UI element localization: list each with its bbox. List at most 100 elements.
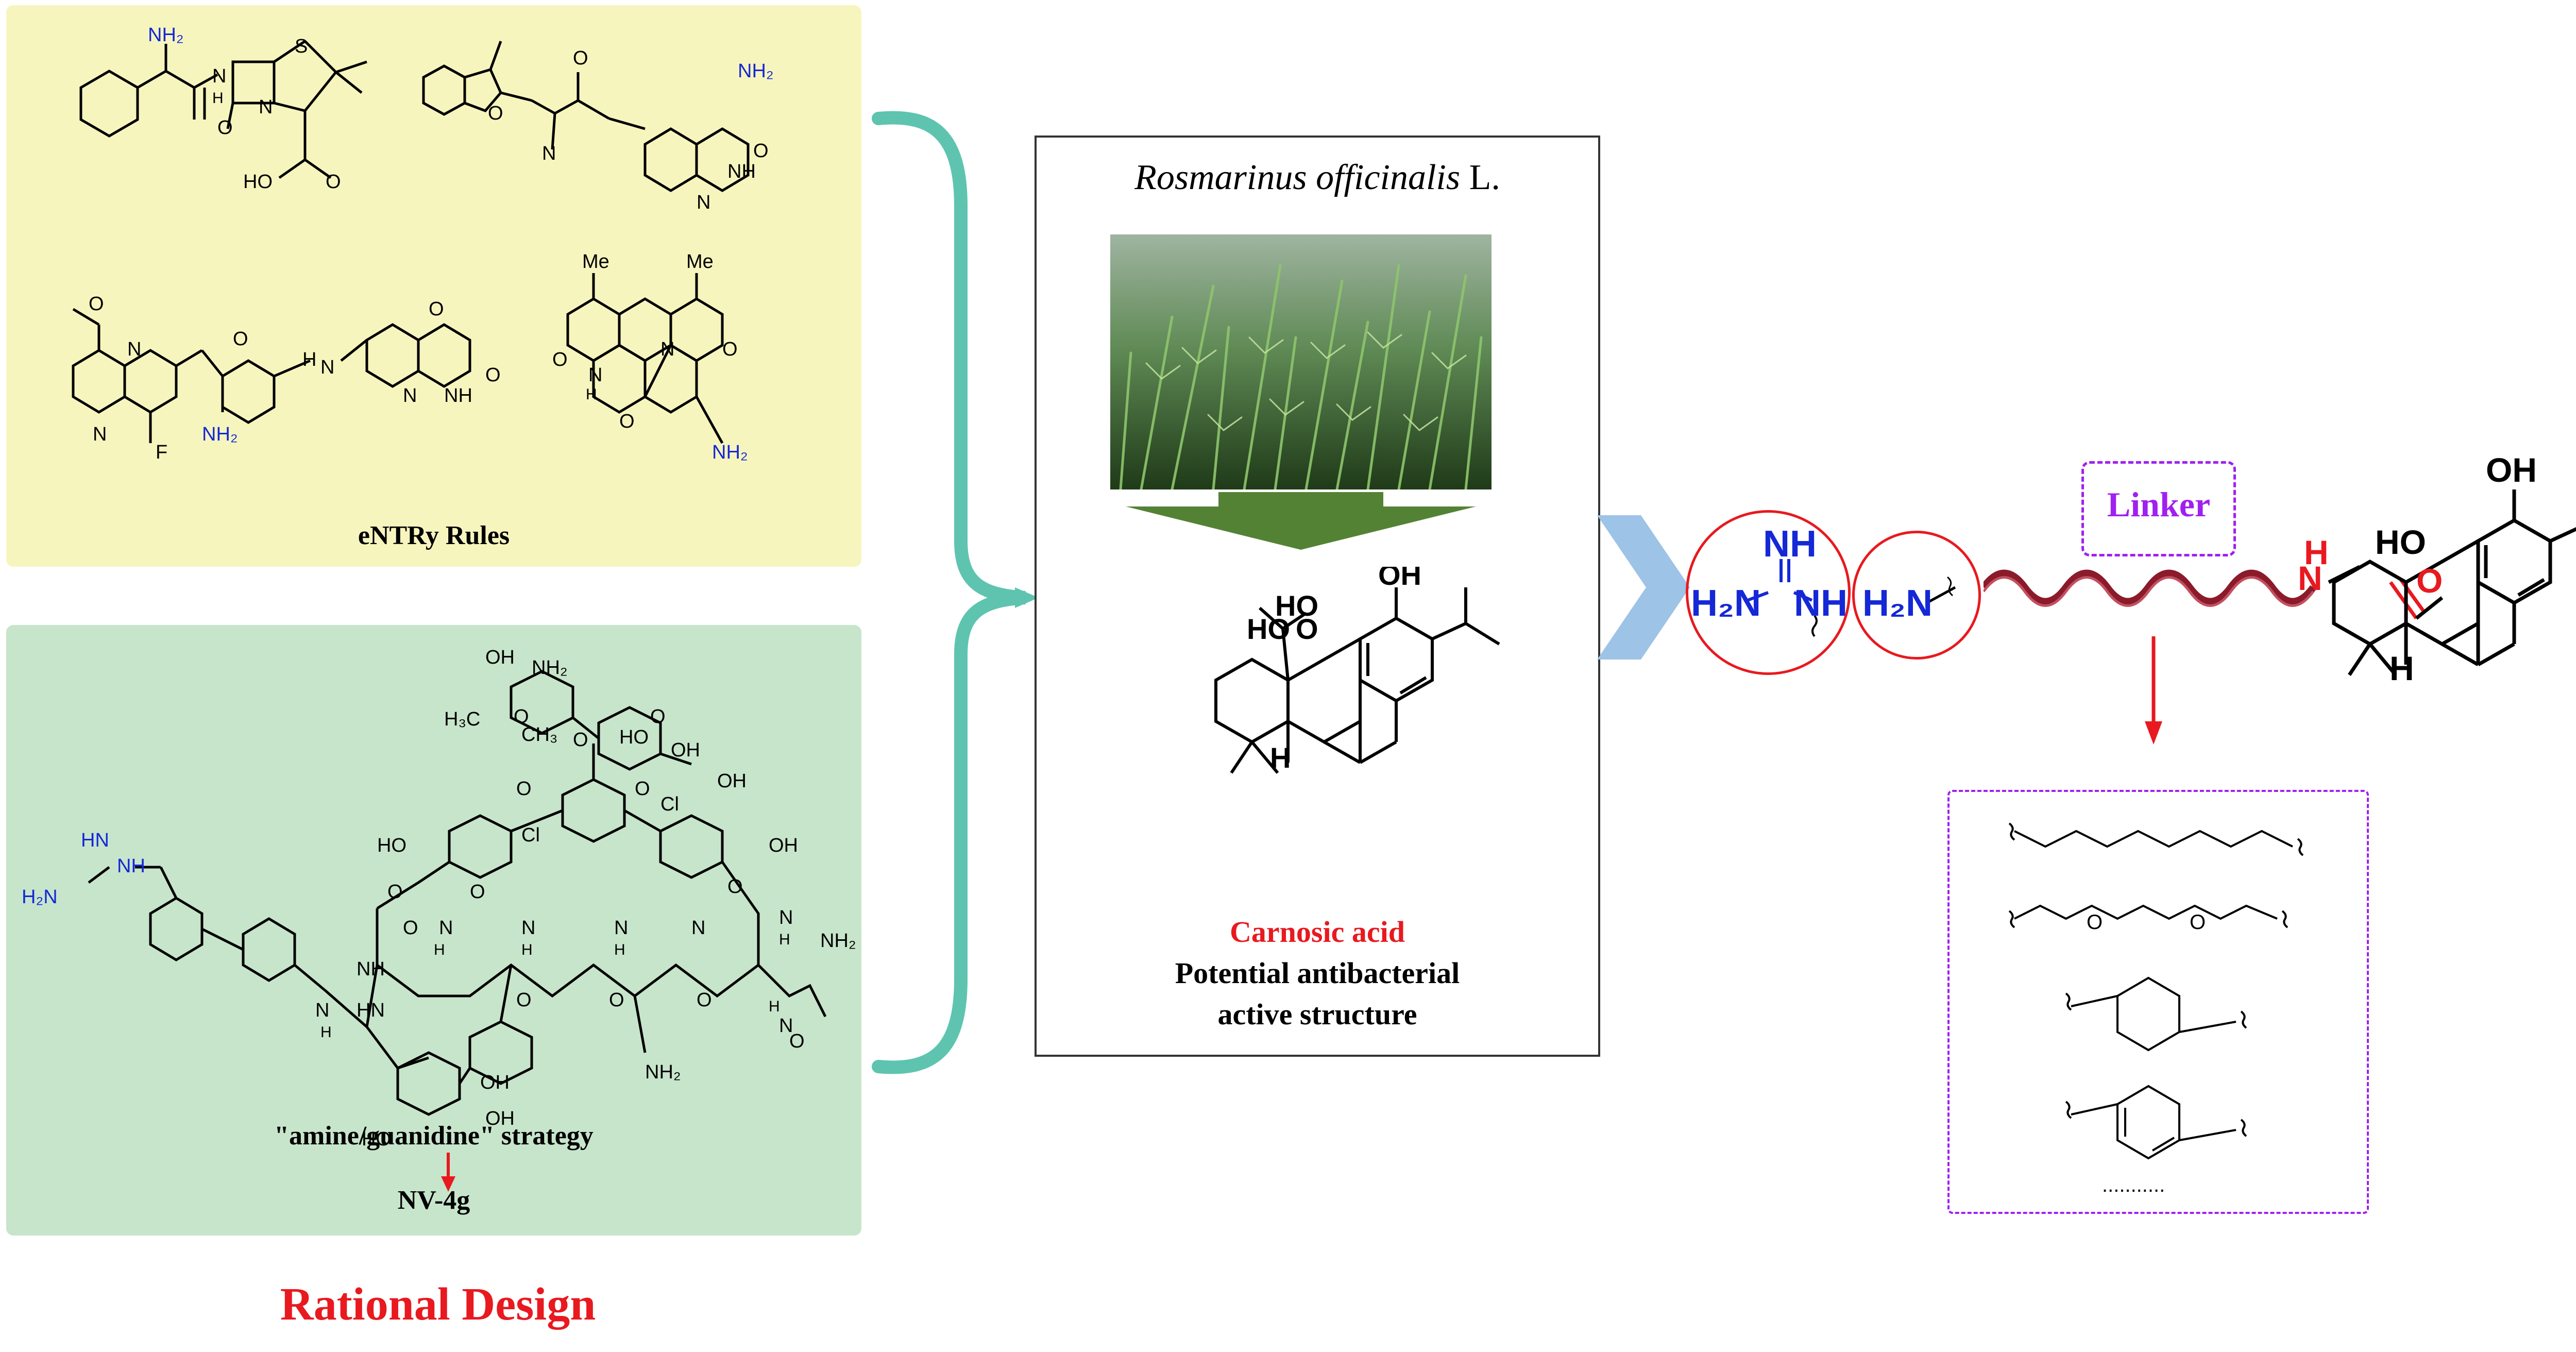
linker-box — [2081, 461, 2236, 556]
gepotidacin-like-structure — [72, 308, 471, 443]
entry-caption: eNTRy Rules — [358, 521, 510, 550]
svg-text:CH₃: CH₃ — [521, 724, 557, 746]
ampicillin-structure — [79, 40, 367, 179]
svg-text:O: O — [573, 47, 588, 69]
carnosic-h: H — [1270, 741, 1291, 774]
svg-text:Cl: Cl — [660, 793, 679, 815]
svg-text:NH: NH — [444, 385, 472, 407]
svg-text:OH: OH — [717, 770, 747, 792]
svg-text:H: H — [521, 941, 533, 958]
compound-desc-line2: active structure — [1217, 998, 1417, 1031]
product-structure: OH HO H N O H — [2298, 453, 2576, 687]
svg-text:N: N — [521, 917, 535, 939]
svg-text:O: O — [485, 364, 501, 386]
svg-text:O: O — [89, 293, 104, 315]
svg-text:Cl: Cl — [521, 824, 540, 846]
afabicin-like-structure — [422, 41, 750, 192]
carnosic-oh-1: OH — [1378, 567, 1421, 591]
svg-text:OH: OH — [480, 1072, 510, 1093]
nv4g-arrow — [441, 1153, 455, 1192]
linker-options: O O ........... — [2008, 822, 2304, 1196]
svg-text:O: O — [233, 328, 248, 350]
svg-text:H: H — [614, 941, 625, 958]
svg-text:N: N — [403, 385, 417, 407]
svg-text:NH₂: NH₂ — [820, 930, 856, 952]
svg-text:N: N — [542, 143, 556, 164]
rational-design-title: Rational Design — [280, 1279, 596, 1330]
svg-text:O: O — [470, 881, 485, 903]
svg-text:N: N — [315, 1000, 329, 1021]
svg-text:HN: HN — [81, 830, 109, 851]
svg-text:O: O — [722, 339, 738, 360]
entry-rules-panel — [6, 5, 861, 567]
svg-text:OH: OH — [769, 835, 798, 856]
svg-text:O: O — [488, 103, 503, 124]
guanidine-circle — [1686, 510, 1851, 675]
svg-text:N: N — [779, 907, 793, 928]
svg-text:HN: HN — [357, 1000, 385, 1021]
peg-oxygen-1: O — [2087, 911, 2103, 934]
svg-text:NH₂: NH₂ — [645, 1061, 681, 1083]
svg-text:O: O — [326, 171, 341, 193]
svg-text:NH: NH — [357, 958, 385, 980]
species-suffix: L. — [1460, 158, 1500, 197]
svg-text:O: O — [753, 140, 769, 162]
down-arrow-green — [1126, 492, 1476, 550]
svg-text:O: O — [516, 989, 532, 1011]
svg-text:OH: OH — [485, 647, 515, 668]
svg-text:O: O — [514, 706, 529, 728]
nv4g-label: NV-4g — [397, 1186, 470, 1215]
guanidine-top-nh: NH — [1763, 523, 1817, 565]
product-oh: OH — [2486, 453, 2537, 489]
svg-text:H: H — [302, 349, 316, 370]
svg-text:H: H — [320, 1024, 332, 1041]
amine-group: H₂N — [1862, 576, 1956, 624]
carnosic-acid-structure: OH HO HO O H — [1214, 567, 1500, 774]
product-nh-h: H — [2304, 533, 2329, 571]
nv4g-structure: OH NH₂ H₃C O CH₃ O HO O OH OH O Cl O Cl … — [22, 647, 856, 1150]
svg-text:N: N — [93, 424, 107, 445]
svg-text:N: N — [259, 96, 273, 118]
svg-text:H₃C: H₃C — [444, 708, 480, 730]
amine-circle — [1852, 531, 1981, 660]
svg-text:Me: Me — [686, 251, 714, 273]
product-h: H — [2389, 649, 2414, 687]
svg-text:OH: OH — [485, 1108, 515, 1129]
svg-text:N: N — [660, 339, 674, 360]
svg-text:N: N — [320, 357, 334, 378]
svg-text:O: O — [619, 411, 635, 432]
svg-text:HO: HO — [619, 726, 649, 748]
rosemary-photo — [1110, 234, 1492, 489]
svg-text:O: O — [429, 298, 444, 320]
svg-text:F: F — [156, 442, 167, 463]
linker-helix — [1984, 569, 2316, 607]
svg-text:N: N — [614, 917, 628, 939]
linker-label: Linker — [2107, 485, 2211, 524]
guanidine-group: NH H₂N NH — [1691, 523, 1848, 637]
guanidine-right-nh: NH — [1794, 583, 1848, 624]
svg-text:Me: Me — [582, 251, 609, 273]
guanidine-left-h2n: H₂N — [1691, 583, 1761, 624]
svg-text:H: H — [779, 931, 790, 948]
svg-text:H: H — [586, 386, 597, 403]
product-o: O — [2416, 562, 2443, 600]
svg-text:O: O — [516, 778, 532, 800]
svg-text:NH: NH — [117, 855, 145, 877]
svg-text:H₂N: H₂N — [22, 886, 58, 908]
right-chevron-arrow — [1597, 515, 1690, 660]
entry-structures: NH₂ N H O S HO O N O N O NH₂ O NH N O N … — [72, 24, 774, 463]
product-ho: HO — [2375, 523, 2426, 561]
product-n: N — [2298, 559, 2323, 597]
svg-text:S: S — [295, 36, 308, 57]
amine-guanidine-panel — [6, 625, 861, 1236]
svg-text:O: O — [727, 876, 743, 898]
svg-text:N: N — [127, 339, 141, 360]
svg-text:O: O — [789, 1030, 805, 1052]
amine-h2n: H₂N — [1862, 583, 1933, 624]
svg-text:NH: NH — [727, 161, 756, 182]
linker-down-arrow — [2145, 636, 2162, 745]
svg-text:NH₂: NH₂ — [712, 442, 748, 463]
svg-text:NH₂: NH₂ — [148, 24, 184, 46]
tricyclic-structure — [566, 273, 724, 444]
species-italic: Rosmarinus officinalis — [1134, 158, 1461, 197]
